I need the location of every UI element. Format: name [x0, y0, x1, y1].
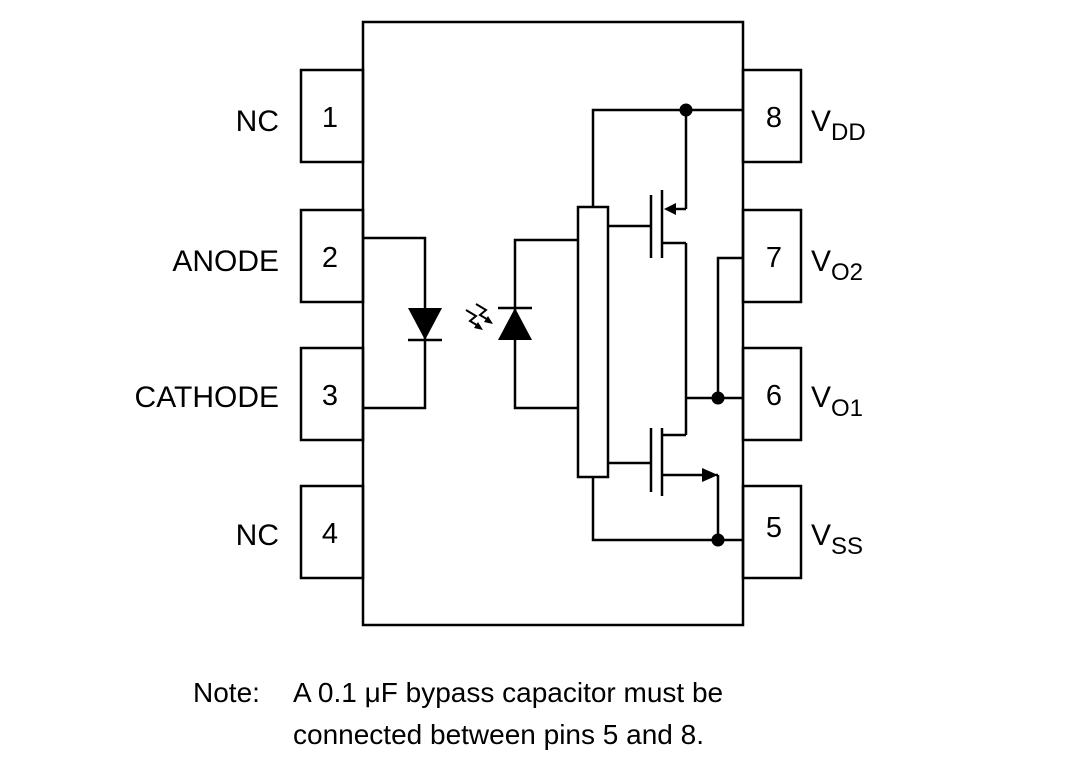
pin-box-4: [299, 484, 365, 580]
pin-box-6: [741, 346, 803, 442]
light-arrowhead-icon: [474, 322, 483, 330]
pin-number-1: 1: [322, 102, 338, 134]
light-arrows-icon: [465, 303, 491, 328]
pin-box-3: [299, 346, 365, 442]
pmos-arrow-icon: [664, 203, 676, 215]
pin-name-7: VO2: [811, 245, 863, 286]
pin-name-1: NC: [236, 105, 279, 138]
output-wiring: [684, 243, 743, 435]
pin-number-2: 2: [322, 242, 338, 274]
nmos-transistor: [608, 428, 718, 496]
pin-name-4: NC: [236, 519, 279, 552]
pin-box-1: [299, 68, 365, 164]
pmos-transistor: [608, 190, 686, 258]
junction-dot: [711, 391, 725, 405]
vdd-rail: [591, 108, 743, 211]
pinout-diagram: 1 2 3 4 NC ANODE CATHODE NC 8 7 6 5 VDD …: [135, 20, 866, 627]
pin-number-7: 7: [766, 242, 782, 274]
pin-box-5: [741, 484, 803, 580]
pin-box-8: [741, 68, 803, 164]
pin-box-7: [741, 208, 803, 304]
amplifier-block: [576, 205, 610, 479]
pin-number-6: 6: [766, 380, 782, 412]
package-body: [361, 20, 745, 627]
light-arrowhead-icon: [484, 316, 493, 324]
pin-name-2: ANODE: [172, 245, 279, 278]
photodiode-icon: [498, 308, 532, 340]
led-diode-icon: [408, 308, 442, 340]
pin-name-3: CATHODE: [135, 381, 279, 414]
note-line-2: connected between pins 5 and 8.: [293, 719, 704, 750]
pin-name-8: VDD: [811, 105, 866, 146]
pin-name-6: VO1: [811, 381, 863, 422]
pin-name-5: VSS: [811, 519, 863, 560]
pin-number-4: 4: [322, 518, 338, 550]
vss-rail: [591, 475, 743, 542]
pin-number-3: 3: [322, 380, 338, 412]
note-label: Note:: [193, 677, 260, 708]
pin-number-5: 5: [766, 512, 782, 544]
note-line-1: A 0.1 μF bypass capacitor must be: [293, 677, 724, 708]
junction-dot: [679, 103, 693, 117]
pin-number-8: 8: [766, 102, 782, 134]
bypass-note: Note: A 0.1 μF bypass capacitor must be …: [193, 672, 723, 756]
nmos-arrow-icon: [702, 468, 718, 482]
pin-box-2: [299, 208, 365, 304]
junction-dot: [711, 533, 725, 547]
